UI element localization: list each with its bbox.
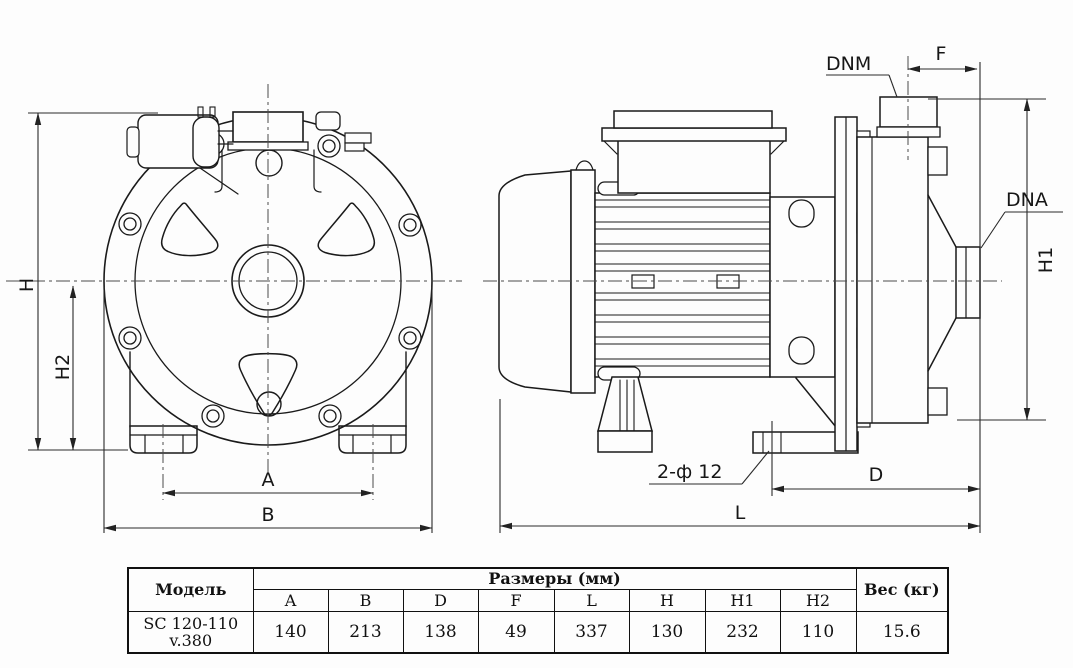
- col-header-h1: H1: [704, 588, 781, 612]
- side-view: [498, 96, 981, 454]
- label-dnm: DNM: [826, 53, 871, 75]
- terminal-box-side: [601, 110, 787, 194]
- top-plug-hole: [255, 149, 283, 177]
- dimensions-table: Модель Размеры (мм) Вес (кг) A B D F L H…: [127, 567, 950, 654]
- dimension-labels: H H2 A B DNM F DNA H1 2-ф 12 D L: [16, 43, 1057, 526]
- drawing-svg: H H2 A B DNM F DNA H1 2-ф 12 D L: [6, 43, 1063, 533]
- label-h: H: [16, 278, 38, 292]
- drain-plug-hole: [256, 391, 282, 417]
- table-row: SC 120-110 v.380 140 213 138 49 337 130 …: [127, 610, 949, 654]
- col-header-h: H: [628, 588, 706, 612]
- leader-dnm: [826, 74, 898, 98]
- label-d: D: [869, 464, 884, 486]
- col-header-f: F: [477, 588, 555, 612]
- pump-casing-side: [856, 96, 981, 424]
- value-h: 130: [628, 610, 706, 654]
- label-h2: H2: [52, 354, 74, 380]
- vent-cutouts: [160, 202, 376, 417]
- flange-bolt-holes: [118, 132, 422, 428]
- value-h2: 110: [779, 610, 857, 654]
- model-line2: v.380: [169, 630, 213, 650]
- model-column-header: Модель: [127, 567, 254, 612]
- label-f: F: [936, 43, 947, 65]
- label-a: A: [262, 469, 275, 491]
- motor-foot: [597, 376, 653, 453]
- label-dna: DNA: [1006, 189, 1048, 211]
- col-header-l: L: [553, 588, 630, 612]
- value-f: 49: [477, 610, 555, 654]
- label-b: B: [261, 504, 274, 526]
- capacitor: [192, 116, 220, 168]
- pump-foot: [752, 377, 859, 454]
- dimensions: [28, 62, 1063, 533]
- sizes-column-header: Размеры (мм): [252, 567, 857, 590]
- label-h1: H1: [1035, 247, 1057, 273]
- motor-fins: [594, 199, 771, 367]
- value-a: 140: [252, 610, 329, 654]
- col-header-h2: H2: [779, 588, 857, 612]
- model-line1: SC 120-110: [143, 613, 239, 633]
- model-value: SC 120-110 v.380: [127, 610, 254, 654]
- label-holes: 2-ф 12: [657, 461, 722, 483]
- fan-cover-dome: [575, 160, 594, 171]
- value-b: 213: [327, 610, 404, 654]
- leader-holes: [649, 450, 770, 485]
- capacitor-bracket: [126, 106, 239, 195]
- suction-port-dna: [955, 246, 981, 319]
- value-d: 138: [402, 610, 479, 654]
- dimension-subheader-row: A B D F L H H1 H2: [128, 588, 948, 612]
- col-header-d: D: [402, 588, 479, 612]
- leader-dna: [980, 211, 1063, 249]
- label-l: L: [735, 502, 746, 524]
- front-foot-right: [338, 425, 407, 454]
- value-h1: 232: [704, 610, 781, 654]
- centerlines: [6, 56, 1002, 500]
- value-weight: 15.6: [855, 610, 949, 654]
- weight-column-header: Вес (кг): [855, 567, 949, 612]
- col-header-a: A: [252, 588, 329, 612]
- col-header-b: B: [327, 588, 404, 612]
- value-l: 337: [553, 610, 630, 654]
- motor-body: [594, 192, 771, 378]
